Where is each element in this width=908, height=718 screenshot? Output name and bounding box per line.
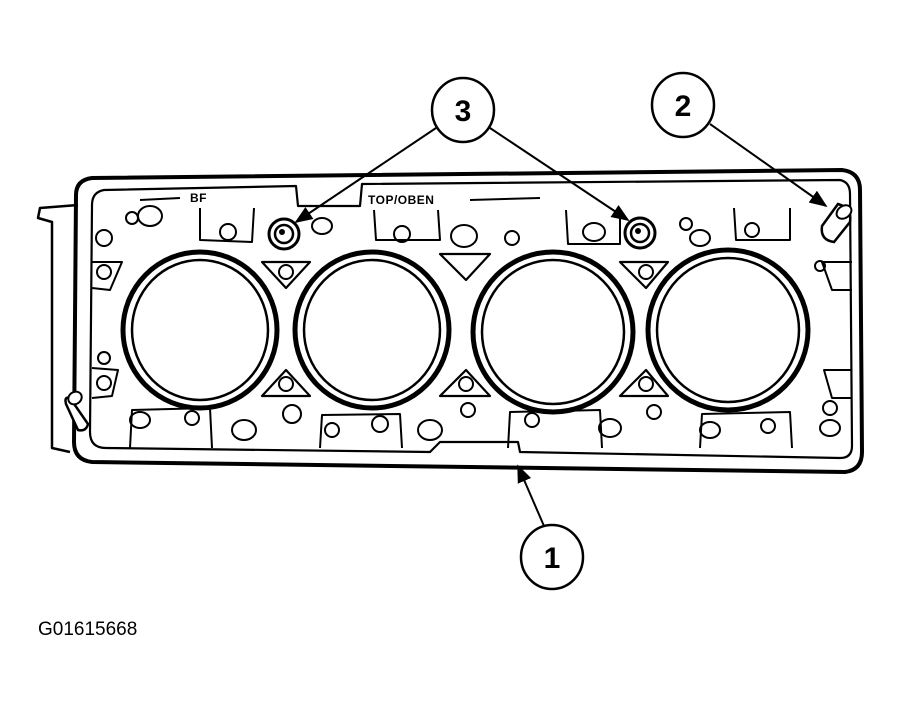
cylinder-bore-3 (470, 249, 636, 415)
dowel-sleeve-left (267, 217, 301, 251)
callout-3-label: 3 (455, 95, 472, 128)
callout-3: 3 (294, 76, 630, 224)
dowel-sleeve-right (623, 216, 657, 250)
cylinder-bore-1 (120, 249, 280, 411)
gasket-stamp-bf: BF (190, 191, 207, 205)
callout-2-label: 2 (675, 90, 692, 123)
gasket-stamp-top: TOP/OBEN (368, 193, 434, 207)
cylinder-bore-2 (292, 249, 452, 411)
callout-1-label: 1 (544, 542, 561, 575)
figure-id: G01615668 (38, 619, 138, 640)
callout-1: 1 (517, 464, 585, 591)
callout-2: 2 (650, 71, 828, 208)
cylinder-bore-4 (645, 247, 811, 413)
dowel-pin-right (820, 202, 853, 244)
dowel-pin-left (64, 390, 90, 432)
cylinder-head-gasket (36, 168, 864, 474)
